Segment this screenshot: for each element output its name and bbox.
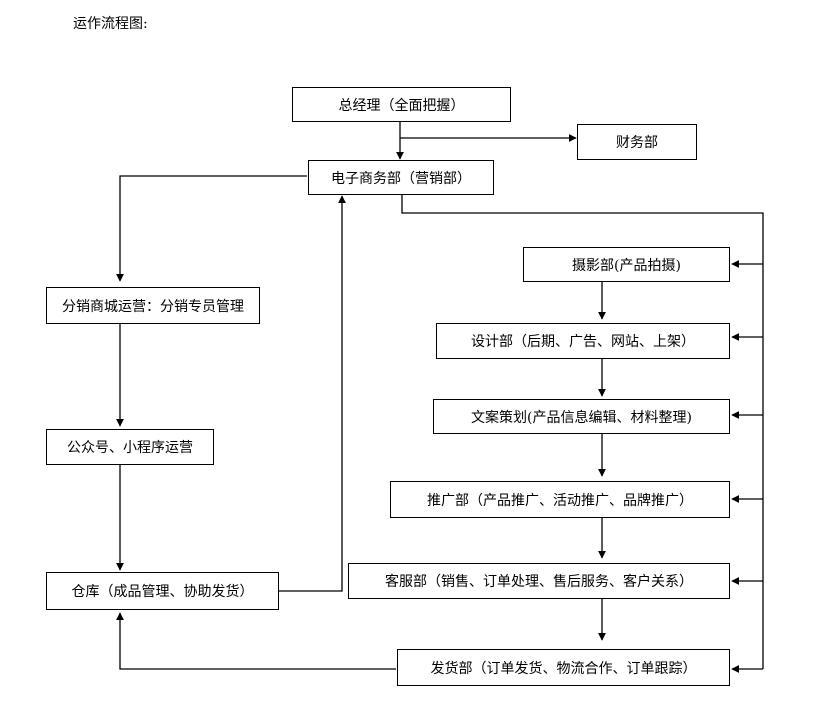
page-title: 运作流程图: bbox=[73, 16, 148, 32]
node-design: 设计部（后期、广告、网站、上架） bbox=[436, 323, 730, 359]
node-copywriting: 文案策划(产品信息编辑、材料整理) bbox=[433, 399, 730, 434]
node-distribution: 分销商城运营：分销专员管理 bbox=[46, 287, 260, 324]
node-wechat: 公众号、小程序运营 bbox=[46, 429, 214, 465]
node-customer-service: 客服部（销售、订单处理、售后服务、客户关系） bbox=[348, 563, 730, 599]
node-shipping: 发货部（订单发货、物流合作、订单跟踪） bbox=[397, 649, 730, 686]
node-finance: 财务部 bbox=[577, 124, 697, 160]
node-ecommerce: 电子商务部（营销部） bbox=[308, 160, 494, 195]
connector-ecommerce-to-bus bbox=[401, 194, 764, 669]
node-warehouse: 仓库（成品管理、协助发货） bbox=[46, 572, 279, 610]
node-photography: 摄影部(产品拍摄) bbox=[523, 247, 730, 282]
arrow-warehouse-to-ecommerce bbox=[278, 195, 346, 592]
node-promotion: 推广部（产品推广、活动推广、品牌推广） bbox=[390, 481, 730, 518]
node-general-manager: 总经理（全面把握） bbox=[292, 87, 511, 122]
arrow-ecommerce-to-distribution bbox=[116, 175, 307, 282]
arrow-shipping-to-warehouse bbox=[116, 612, 396, 670]
